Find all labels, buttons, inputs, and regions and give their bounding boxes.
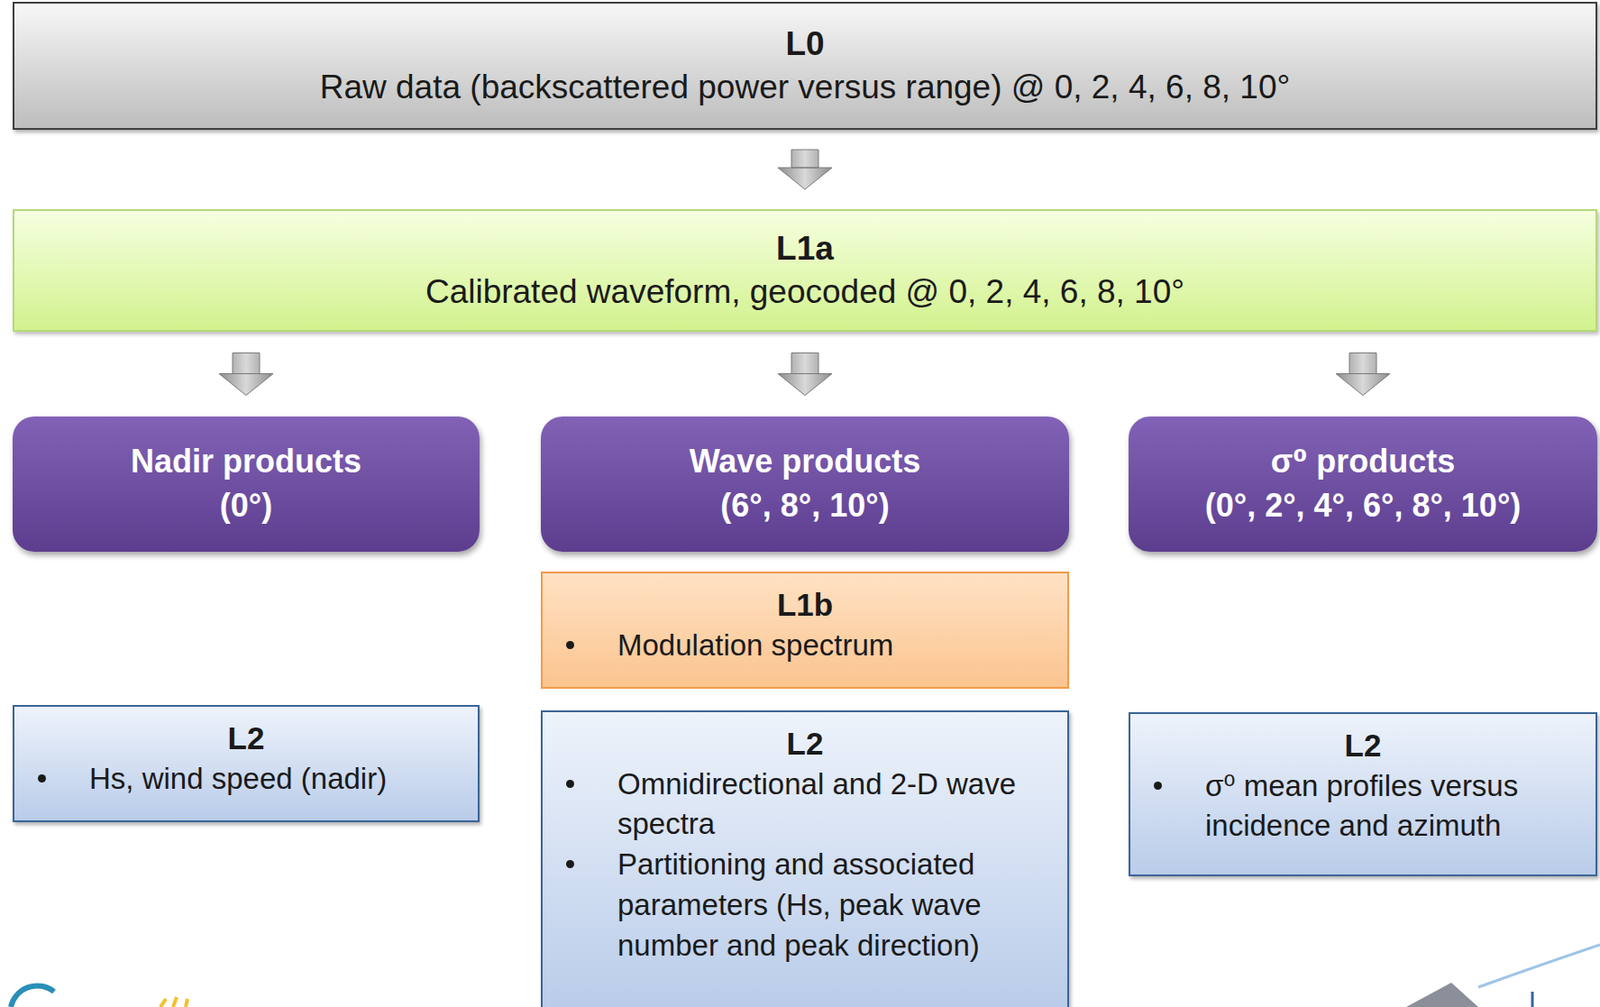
box-heading: Nadir products [130,439,362,485]
box-text: Raw data (backscattered power versus ran… [320,65,1291,110]
box-heading: L2 [1144,724,1582,767]
satellite-body [1406,982,1479,1007]
product-box: Wave products(6°, 8°, 10°) [540,416,1070,552]
satellite-beam [1478,944,1600,988]
logo-arc [10,985,55,1007]
bullet-dot [566,640,575,650]
level-box: L2σ⁰ mean profiles versus incidence and … [1128,712,1598,877]
bullet-dot [566,779,575,788]
box-text: Calibrated waveform, geocoded @ 0, 2, 4,… [425,270,1185,314]
box-text: (0°, 2°, 4°, 6°, 8°, 10°) [1205,484,1522,529]
box-text: Modulation spectrum [617,625,894,667]
level-box: L2Omnidirectional and 2-D wave spectraPa… [540,710,1070,1007]
bullet-dot [37,774,46,783]
box-text: σ⁰ mean profiles versus incidence and az… [1205,766,1582,848]
box-text: (0°) [219,484,273,529]
product-box: σ⁰ products(0°, 2°, 4°, 6°, 8°, 10°) [1128,416,1598,552]
level-box: L2Hs, wind speed (nadir) [12,704,480,823]
bullet-row: Omnidirectional and 2-D wave spectra [557,764,1053,846]
block-arrow [1335,353,1390,396]
box-text: Omnidirectional and 2-D wave spectra [617,764,1053,846]
product-box: Nadir products(0°) [12,416,480,552]
bullet-row: Hs, wind speed (nadir) [28,758,464,800]
box-heading: L2 [557,722,1053,765]
box-heading: Wave products [689,439,922,485]
level-band: L0Raw data (backscattered power versus r… [12,1,1598,130]
bullet-dot [1153,781,1162,790]
satellite-mast [1531,991,1535,1007]
box-text: Partitioning and associated parameters (… [617,844,1053,967]
bullet-dot [566,859,575,869]
bullet-row: σ⁰ mean profiles versus incidence and az… [1144,766,1582,848]
level-band: L1aCalibrated waveform, geocoded @ 0, 2,… [12,209,1598,332]
logo-rays [160,996,188,1007]
block-arrow [777,353,832,396]
box-heading: L1a [776,227,834,271]
box-heading: σ⁰ products [1270,439,1455,485]
level-box: L1bModulation spectrum [540,571,1070,689]
box-heading: L1b [557,584,1053,626]
bullet-row: Modulation spectrum [557,625,1053,667]
bullet-row: Partitioning and associated parameters (… [557,844,1053,967]
block-arrow [777,149,832,190]
box-text: (6°, 8°, 10°) [720,484,889,529]
block-arrow [219,353,274,396]
box-text: Hs, wind speed (nadir) [89,758,387,800]
box-heading: L0 [785,22,824,66]
box-heading: L2 [28,717,464,759]
